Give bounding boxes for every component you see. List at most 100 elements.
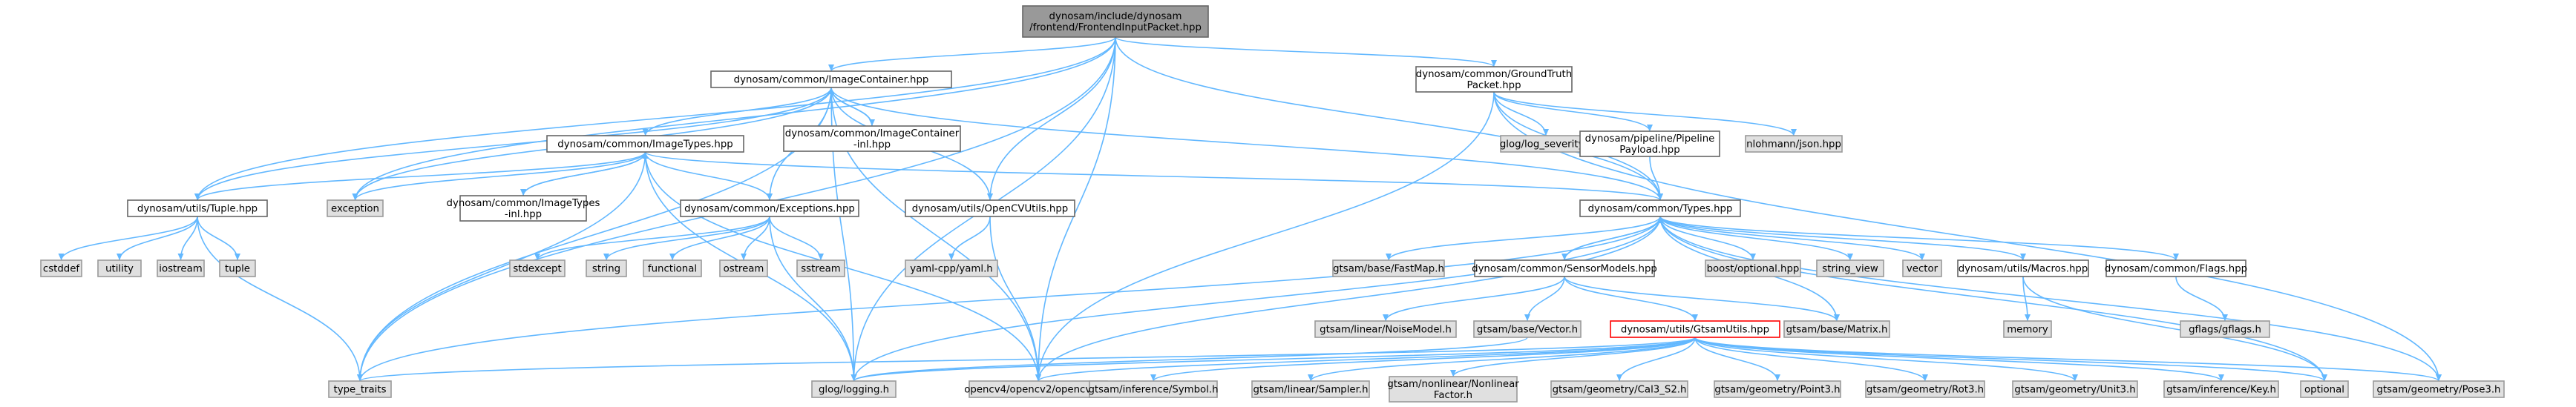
node-yaml[interactable]: yaml-cpp/yaml.h	[905, 259, 998, 277]
node-box	[509, 259, 566, 277]
node-box	[1579, 130, 1720, 157]
node-flags[interactable]: dynosam/common/Flags.hpp	[2105, 259, 2247, 277]
node-tuplestd[interactable]: tuple	[219, 259, 256, 277]
node-imgcontinl[interactable]: dynosam/common/ImageContainer-inl.hpp	[783, 125, 961, 152]
node-label: string_view	[1822, 264, 1878, 275]
node-logsev[interactable]: glog/log_severity.h	[1500, 135, 1592, 153]
node-label: Payload.hpp	[1619, 145, 1679, 156]
node-typetraits[interactable]: type_traits	[328, 380, 392, 398]
node-label: vector	[1907, 264, 1938, 275]
node-label: optional	[2304, 385, 2344, 396]
node-symbol[interactable]: gtsam/inference/Symbol.h	[1088, 380, 1219, 398]
arrowhead	[1692, 314, 1698, 321]
node-string[interactable]: string	[586, 259, 627, 277]
nodes-layer: dynosam/include/dynosam/frontend/Fronten…	[40, 5, 2505, 403]
node-gflags[interactable]: gflags/gflags.h	[2180, 320, 2270, 338]
edge-gtsamutils-to-nlfactor	[1450, 337, 1696, 377]
node-box	[1089, 380, 1218, 398]
arrowhead	[1491, 60, 1497, 67]
node-point3[interactable]: gtsam/geometry/Point3.h	[1714, 380, 1841, 398]
node-functional[interactable]: functional	[643, 259, 702, 277]
node-label: -inl.hpp	[505, 209, 542, 220]
node-opencvutils[interactable]: dynosam/utils/OpenCVUtils.hpp	[905, 199, 1075, 217]
edge-gtsamutils-to-optional	[1694, 337, 2327, 382]
edge-gtsamutils-to-unit3	[1694, 337, 2078, 382]
node-box	[97, 259, 142, 277]
edge-root-to-exception	[352, 36, 1116, 201]
node-label: dynosam/common/ImageTypes.hpp	[557, 139, 733, 150]
node-glog[interactable]: glog/logging.h	[811, 380, 897, 398]
arrowhead	[818, 254, 824, 260]
node-rot3[interactable]: gtsam/geometry/Rot3.h	[1865, 380, 1985, 398]
node-unit3[interactable]: gtsam/geometry/Unit3.h	[2012, 380, 2138, 398]
node-label: dynosam/pipeline/Pipeline	[1585, 133, 1715, 145]
node-sampler[interactable]: gtsam/linear/Sampler.h	[1251, 380, 1370, 398]
node-imgtypes[interactable]: dynosam/common/ImageTypes.hpp	[546, 135, 744, 153]
node-stringview[interactable]: string_view	[1816, 259, 1884, 277]
node-label: dynosam/common/Flags.hpp	[2105, 264, 2247, 275]
node-label: gflags/gflags.h	[2189, 325, 2261, 336]
node-pose3[interactable]: gtsam/geometry/Pose3.h	[2373, 380, 2505, 398]
edge-exceptions-to-functional	[669, 216, 770, 261]
node-box	[1415, 66, 1573, 93]
node-optional[interactable]: optional	[2300, 380, 2349, 398]
node-noisemodel[interactable]: gtsam/linear/NoiseModel.h	[1314, 320, 1457, 338]
node-macros[interactable]: dynosam/utils/Macros.hpp	[1957, 259, 2089, 277]
edge-pipepayload-to-types	[1649, 156, 1663, 201]
node-label: gtsam/nonlinear/Nonlinear	[1387, 379, 1519, 390]
edge-exceptions-to-ostream	[741, 216, 770, 261]
node-matrixh[interactable]: gtsam/base/Matrix.h	[1783, 320, 1890, 338]
edge-gtsamutils-to-rot3	[1694, 337, 1928, 382]
arrowhead	[987, 193, 993, 200]
node-box	[586, 259, 627, 277]
node-stdexcept[interactable]: stdexcept	[509, 259, 566, 277]
arrowhead	[2218, 374, 2224, 381]
node-imgtypesinl[interactable]: dynosam/common/ImageTypes-inl.hpp	[447, 195, 600, 222]
edge-gtpacket-to-json	[1493, 91, 1797, 136]
node-box	[40, 259, 82, 277]
node-sensormodels[interactable]: dynosam/common/SensorModels.hpp	[1472, 259, 1657, 277]
node-memory[interactable]: memory	[2003, 320, 2052, 338]
node-vectorh[interactable]: gtsam/base/Vector.h	[1473, 320, 1582, 338]
node-sstream[interactable]: sstream	[796, 259, 845, 277]
node-key[interactable]: gtsam/inference/Key.h	[2163, 380, 2279, 398]
node-root[interactable]: dynosam/include/dynosam/frontend/Fronten…	[1022, 5, 1209, 38]
node-ostream[interactable]: ostream	[719, 259, 768, 277]
edge-sensormodels-to-vectorh	[1524, 276, 1565, 322]
node-utility[interactable]: utility	[97, 259, 142, 277]
edge-gtsamutils-to-cal3	[1616, 337, 1696, 382]
edge-imgcontinl-to-imgcont	[828, 87, 873, 127]
edge-opencvutils-to-yaml	[948, 216, 991, 261]
arrowhead	[1919, 254, 1925, 260]
edge-root-to-opencvutils	[987, 36, 1116, 201]
node-json[interactable]: nlohmann/json.hpp	[1745, 135, 1843, 153]
node-label: exception	[331, 204, 379, 215]
node-tuple[interactable]: dynosam/utils/Tuple.hpp	[127, 199, 268, 217]
node-label: stdexcept	[513, 264, 561, 275]
node-boostopt[interactable]: boost/optional.hpp	[1705, 259, 1801, 277]
arrowhead	[948, 254, 954, 260]
node-label: glog/logging.h	[819, 385, 889, 396]
node-fastmap[interactable]: gtsam/base/FastMap.h	[1332, 259, 1445, 277]
node-label: utility	[105, 264, 134, 275]
arrowhead	[534, 254, 540, 260]
node-vector[interactable]: vector	[1902, 259, 1942, 277]
node-label: gtsam/inference/Key.h	[2166, 385, 2276, 396]
node-types[interactable]: dynosam/common/Types.hpp	[1579, 199, 1741, 217]
node-imgcont[interactable]: dynosam/common/ImageContainer.hpp	[710, 70, 952, 88]
node-exceptions[interactable]: dynosam/common/Exceptions.hpp	[680, 199, 859, 217]
node-box	[643, 259, 702, 277]
arrowhead	[851, 374, 857, 381]
node-exception[interactable]: exception	[327, 199, 384, 217]
arrowhead	[1383, 314, 1389, 321]
node-cal3[interactable]: gtsam/geometry/Cal3_S2.h	[1550, 380, 1688, 398]
node-label: gtsam/linear/Sampler.h	[1253, 385, 1368, 396]
node-cstddef[interactable]: cstddef	[40, 259, 82, 277]
edge-types-to-flags	[1659, 216, 2179, 261]
node-iostream[interactable]: iostream	[157, 259, 205, 277]
node-label: opencv4/opencv2/opencv.hpp	[964, 385, 1112, 396]
node-gtsamutils[interactable]: dynosam/utils/GtsamUtils.hpp	[1610, 320, 1780, 338]
